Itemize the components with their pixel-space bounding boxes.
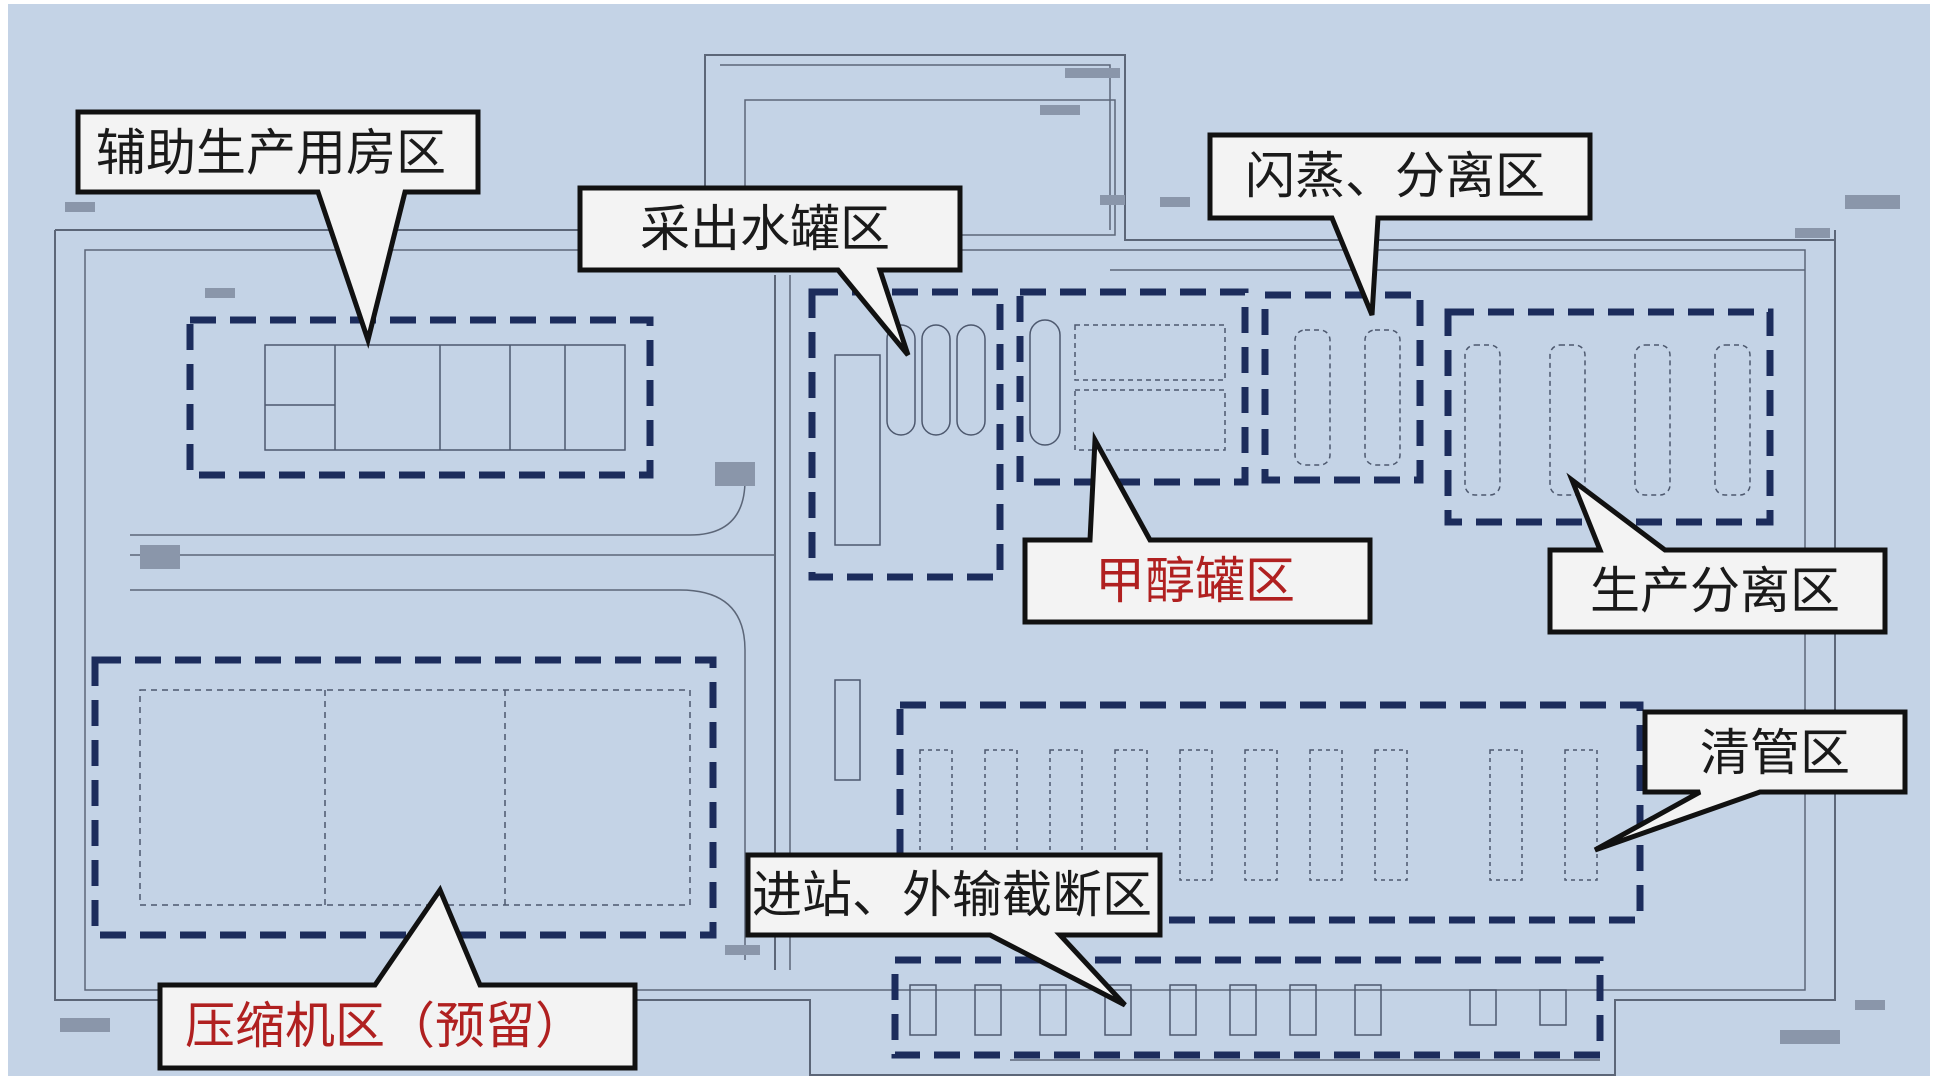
zone-boundary-water-tank	[808, 288, 1004, 581]
callout-auxiliary: 辅助生产用房区	[75, 109, 481, 349]
zone-boundary-pigging	[896, 701, 1644, 924]
label-auxiliary: 辅助生产用房区	[96, 124, 446, 182]
callout-pigging: 清管区	[1593, 709, 1908, 853]
label-production-separation: 生产分离区	[1590, 562, 1840, 620]
label-water-tank: 采出水罐区	[640, 200, 890, 258]
label-compressor: 压缩机区（预留）	[185, 997, 585, 1055]
callout-inlet-cutoff: 进站、外输截断区	[745, 852, 1163, 1008]
callout-methanol: 甲醇罐区	[1022, 431, 1373, 625]
zone-boundary-compressor	[91, 656, 717, 939]
produced-water-tanks	[834, 324, 986, 546]
methanol-tanks	[1029, 319, 1226, 451]
callout-compressor: 压缩机区（预留）	[157, 884, 638, 1071]
callout-water-tank: 采出水罐区	[577, 185, 963, 357]
compressor-grid	[139, 689, 691, 906]
callout-production-separation: 生产分离区	[1547, 472, 1888, 635]
callout-flash: 闪蒸、分离区	[1207, 132, 1593, 316]
zone-boundary-auxiliary	[186, 316, 654, 479]
zone-boundary-flash	[1261, 291, 1424, 484]
label-inlet-cutoff: 进站、外输截断区	[752, 866, 1152, 924]
label-methanol: 甲醇罐区	[1095, 552, 1295, 610]
label-pigging: 清管区	[1700, 724, 1850, 782]
inlet-valves	[834, 679, 1567, 1036]
auxiliary-buildings	[264, 344, 626, 451]
label-flash: 闪蒸、分离区	[1245, 147, 1545, 205]
zone-boundary-methanol	[1016, 288, 1249, 486]
production-separators	[1464, 344, 1751, 496]
drawing-annotations	[60, 68, 1900, 1044]
